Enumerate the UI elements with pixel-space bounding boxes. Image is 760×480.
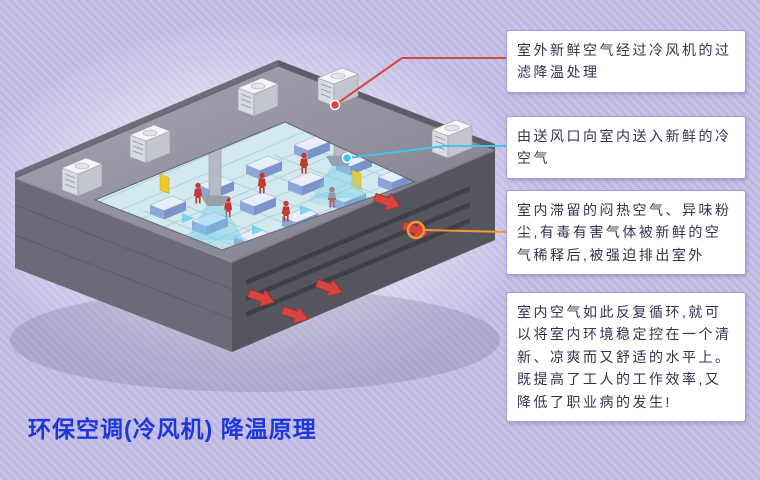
- callout-text: 室内空气如此反复循环,就可以将室内环境稳定控在一个清新、凉爽而又舒适的水平上。既…: [517, 304, 732, 410]
- callout-text: 室内滞留的闷热空气、异味粉尘,有毒有害气体被新鲜的空气稀释后,被强迫排出室外: [517, 202, 732, 263]
- cool-airflow-arrows: [182, 205, 312, 235]
- connector-outdoor-air: [329, 57, 508, 111]
- callout-exhaust-air: 室内滞留的闷热空气、异味粉尘,有毒有害气体被新鲜的空气稀释后,被强迫排出室外: [506, 190, 746, 276]
- exhaust-louver: [246, 218, 470, 317]
- callout-text: 室外新鲜空气经过冷风机的过滤降温处理: [517, 42, 732, 81]
- air-diffuser: [182, 139, 248, 249]
- callout-circulation: 室内空气如此反复循环,就可以将室内环境稳定控在一个清新、凉爽而又舒适的水平上。既…: [506, 292, 746, 422]
- yellow-cabinets: [159, 169, 362, 194]
- marker-dot-cyan: [341, 152, 353, 164]
- wall-front-left: [14, 177, 233, 352]
- exhaust-louver: [246, 186, 470, 285]
- connector-exhaust-air: [406, 220, 509, 240]
- callout-text: 由送风口向室内送入新鲜的冷空气: [517, 128, 732, 167]
- marker-dot-red: [329, 99, 341, 111]
- connector-supply-air: [341, 145, 508, 164]
- callout-supply-air: 由送风口向室内送入新鲜的冷空气: [506, 116, 746, 179]
- callout-outdoor-air: 室外新鲜空气经过冷风机的过滤降温处理: [506, 30, 746, 93]
- page-title: 环保空调(冷风机) 降温原理: [28, 416, 317, 442]
